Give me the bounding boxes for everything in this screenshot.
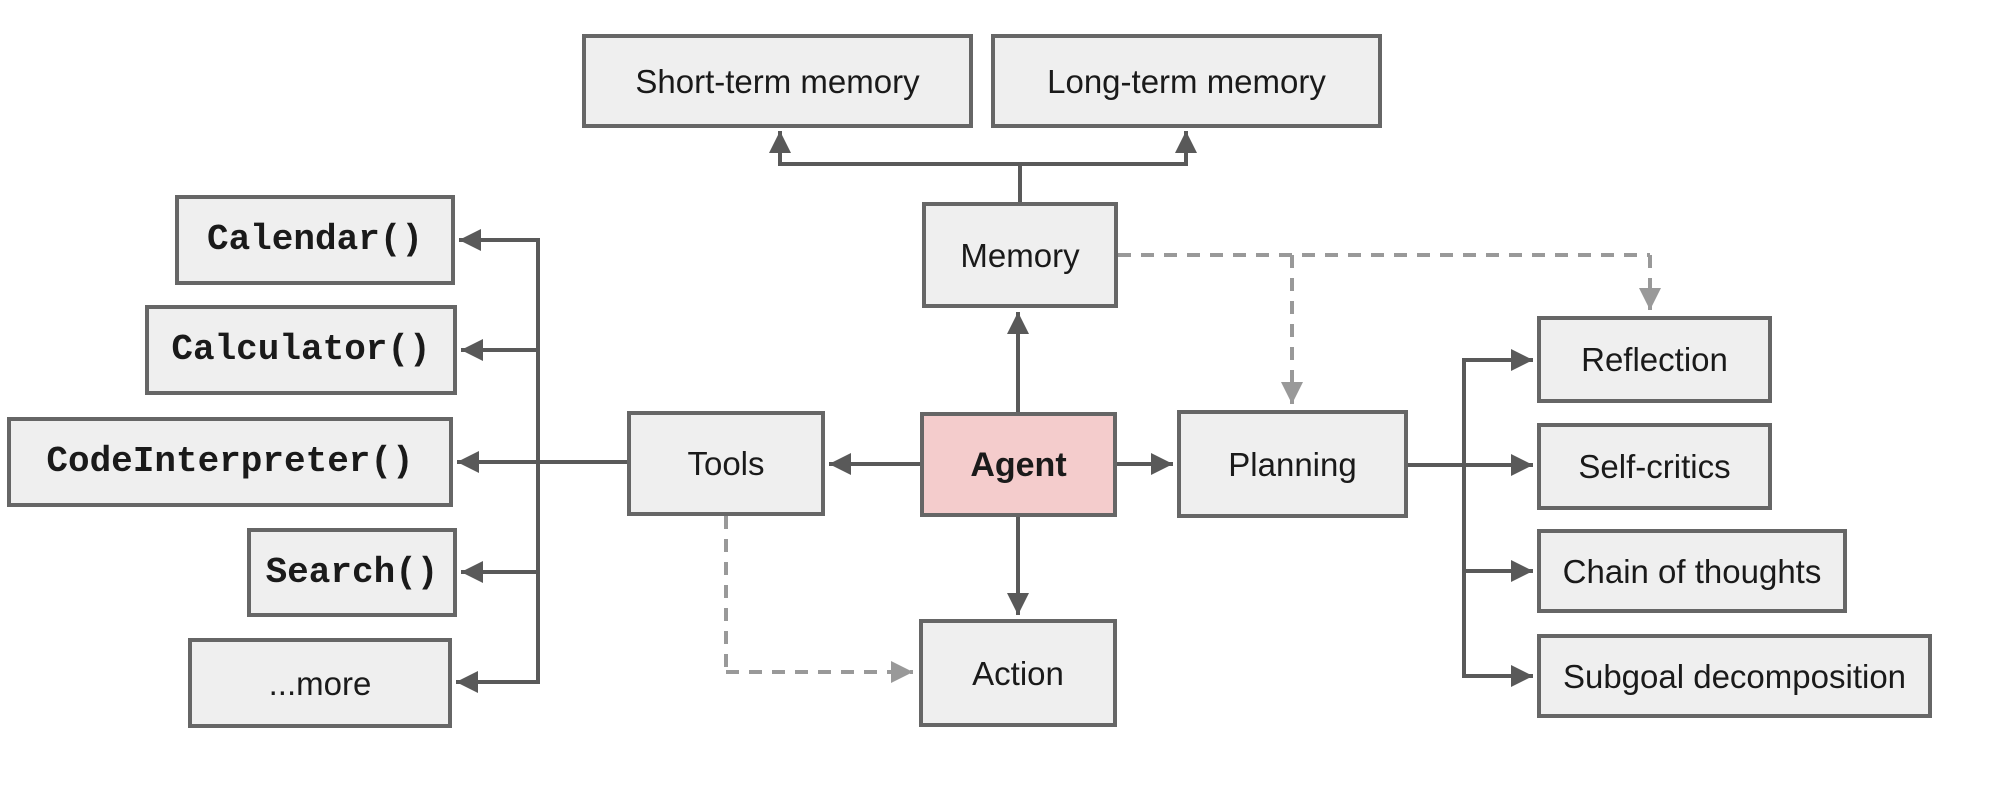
node-label: Self-critics [1578, 448, 1731, 485]
node-label: Memory [960, 236, 1080, 274]
node-code-interpreter: CodeInterpreter() [7, 417, 453, 507]
node-self-critics: Self-critics [1537, 423, 1772, 510]
node-label: Planning [1228, 445, 1357, 483]
node-label: Search() [265, 551, 439, 593]
node-long-term-memory: Long-term memory [991, 34, 1382, 128]
node-label: Subgoal decomposition [1562, 657, 1907, 695]
node-calculator: Calculator() [145, 305, 457, 395]
node-label: Action [972, 654, 1064, 692]
node-label: Tools [687, 445, 765, 482]
node-label: Long-term memory [1047, 62, 1326, 100]
node-calendar: Calendar() [175, 195, 455, 285]
node-chain-of-thoughts: Chain of thoughts [1537, 529, 1847, 613]
node-search: Search() [247, 528, 457, 617]
node-label: Calendar() [206, 219, 424, 260]
node-label: Short-term memory [635, 62, 920, 100]
node-subgoal-decomposition: Subgoal decomposition [1537, 634, 1932, 718]
node-label: Reflection [1581, 341, 1728, 378]
node-tools: Tools [627, 411, 825, 516]
node-label: Agent [970, 445, 1067, 484]
node-label: ...more [268, 664, 372, 702]
node-label: Chain of thoughts [1562, 552, 1822, 590]
node-planning: Planning [1177, 410, 1408, 518]
node-memory: Memory [922, 202, 1118, 308]
node-more: ...more [188, 638, 452, 728]
node-action: Action [919, 619, 1117, 727]
node-agent: Agent [920, 412, 1117, 517]
node-label: CodeInterpreter() [46, 441, 414, 482]
node-reflection: Reflection [1537, 316, 1772, 403]
node-label: Calculator() [171, 329, 431, 370]
node-short-term-memory: Short-term memory [582, 34, 973, 128]
